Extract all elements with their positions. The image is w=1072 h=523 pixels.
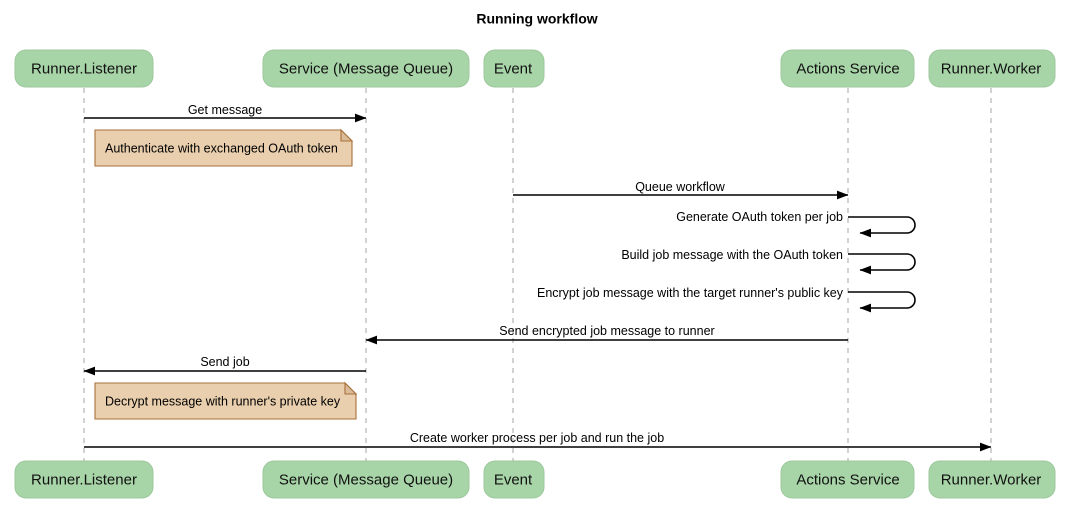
- message-label-generate-oauth-token: Generate OAuth token per job: [676, 210, 843, 224]
- participant-box-event-bottom[interactable]: [483, 460, 545, 499]
- participant-label-actions-service-bottom: Actions Service: [796, 471, 899, 488]
- note-decrypt-body: [94, 382, 357, 420]
- participants-bottom: Runner.Listener Service (Message Queue) Ev…: [14, 460, 1056, 499]
- message-label-encrypt-job-message: Encrypt job message with the target runn…: [537, 286, 844, 300]
- message-label-send-job: Send job: [200, 355, 249, 369]
- participant-label-event-top: Event: [494, 60, 533, 77]
- notes: Authenticate with exchanged OAuth tokenD…: [94, 128, 358, 420]
- lifelines: [83, 88, 992, 461]
- page-title: Running workflow: [476, 11, 597, 27]
- participant-box-event-top[interactable]: [483, 49, 545, 88]
- participant-box-service-queue-top[interactable]: [262, 49, 470, 88]
- participant-label-event-bottom: Event: [494, 471, 533, 488]
- self-call-arrow-generate-oauth-token: [848, 216, 916, 238]
- message-queue-workflow[interactable]: Queue workflow: [513, 180, 849, 200]
- self-call-arrow-encrypt-job-message: [848, 291, 916, 313]
- message-label-create-worker-process: Create worker process per job and run th…: [410, 431, 664, 445]
- message-send-encrypted-job-message[interactable]: Send encrypted job message to runner: [365, 324, 848, 345]
- self-call-arrow-build-job-message: [848, 253, 916, 275]
- participant-box-runner-listener-top[interactable]: [14, 49, 154, 88]
- participant-label-runner-listener-top: Runner.Listener: [31, 60, 137, 77]
- participant-box-service-queue-bottom[interactable]: [262, 460, 470, 499]
- participant-box-runner-worker-bottom[interactable]: [928, 460, 1056, 499]
- message-label-queue-workflow: Queue workflow: [635, 180, 726, 194]
- participant-label-service-queue-top: Service (Message Queue): [279, 60, 453, 77]
- participant-label-runner-worker-top: Runner.Worker: [941, 60, 1042, 77]
- participant-label-actions-service-top: Actions Service: [796, 60, 899, 77]
- note-authenticate-label: Authenticate with exchanged OAuth token: [105, 141, 338, 155]
- participant-box-actions-service-bottom[interactable]: [780, 460, 915, 499]
- note-decrypt: Decrypt message with runner's private ke…: [94, 381, 358, 420]
- participant-box-runner-worker-top[interactable]: [928, 49, 1056, 88]
- participant-label-service-queue-bottom: Service (Message Queue): [279, 471, 453, 488]
- message-create-worker-process[interactable]: Create worker process per job and run th…: [84, 431, 992, 452]
- participant-label-runner-worker-bottom: Runner.Worker: [941, 471, 1042, 488]
- message-generate-oauth-token[interactable]: Generate OAuth token per job: [676, 210, 916, 238]
- note-authenticate: Authenticate with exchanged OAuth token: [94, 128, 354, 167]
- note-authenticate-fold-corner-icon: [340, 128, 354, 142]
- message-build-job-message[interactable]: Build job message with the OAuth token: [621, 248, 916, 275]
- message-label-send-encrypted-job-message: Send encrypted job message to runner: [499, 324, 714, 338]
- participant-label-runner-listener-bottom: Runner.Listener: [31, 471, 137, 488]
- message-encrypt-job-message[interactable]: Encrypt job message with the target runn…: [537, 286, 916, 313]
- message-label-get-message: Get message: [188, 103, 262, 117]
- participant-box-actions-service-top[interactable]: [780, 49, 915, 88]
- note-decrypt-fold-corner-icon: [344, 381, 358, 395]
- note-decrypt-label: Decrypt message with runner's private ke…: [105, 394, 341, 408]
- message-send-job[interactable]: Send job: [83, 355, 366, 376]
- participants-top: Runner.Listener Service (Message Queue) Ev…: [14, 49, 1056, 88]
- note-authenticate-body: [94, 129, 353, 167]
- message-label-build-job-message: Build job message with the OAuth token: [621, 248, 843, 262]
- message-get-message[interactable]: Get message: [84, 103, 367, 123]
- participant-box-runner-listener-bottom[interactable]: [14, 460, 154, 499]
